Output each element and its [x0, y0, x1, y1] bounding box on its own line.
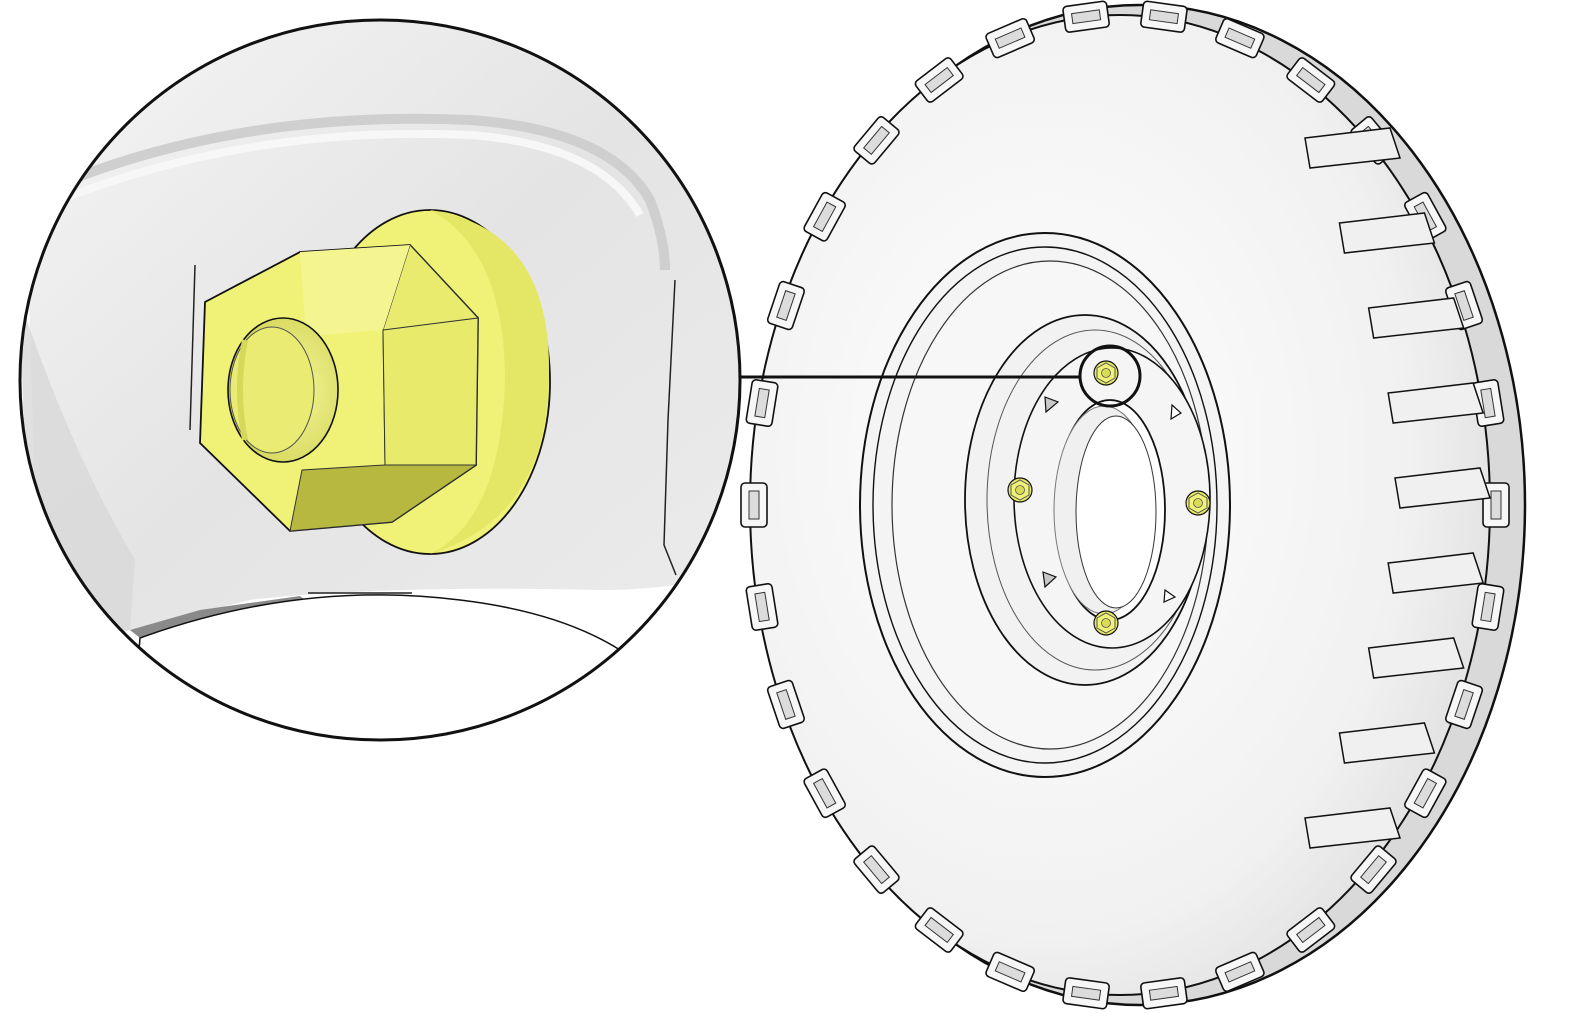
- tread-lug: [803, 191, 847, 242]
- tread-lug: [1350, 845, 1397, 895]
- tread-lug: [1062, 977, 1110, 1010]
- tread-lug: [1140, 0, 1188, 33]
- tread-lug: [1140, 977, 1188, 1010]
- tread-lug: [914, 907, 964, 953]
- hub-markers: [1042, 396, 1183, 603]
- tread-lug: [1471, 379, 1505, 428]
- sidewall-lug: [1304, 807, 1402, 849]
- tread-lug: [803, 768, 847, 819]
- sidewall-lug: [1394, 467, 1492, 509]
- magnified-lug-nut: [199, 209, 551, 555]
- sidewall-lug: [1387, 552, 1485, 594]
- tread-lug: [1444, 679, 1484, 730]
- tread-lug: [745, 379, 779, 428]
- tread-lug: [766, 280, 806, 331]
- sidewall-lug: [1338, 212, 1436, 254]
- tread-lug: [766, 679, 806, 730]
- tread-lug: [745, 582, 779, 631]
- tread-lug: [985, 951, 1036, 993]
- sidewall-lug: [1367, 637, 1465, 679]
- tread-lug: [1214, 951, 1265, 993]
- tread-lug: [1471, 582, 1505, 631]
- tread-lug: [1062, 0, 1110, 33]
- tread-lug: [853, 115, 900, 165]
- tread-lug: [1214, 17, 1265, 59]
- sidewall-lug: [1338, 722, 1436, 764]
- tread-lug: [914, 57, 964, 103]
- sidewall-lug: [1387, 382, 1485, 424]
- tread-lug: [853, 845, 900, 895]
- wheel-lug-nuts: [1007, 360, 1211, 636]
- lug-nut-right: [1185, 490, 1211, 516]
- tread-lug: [1482, 482, 1510, 528]
- tread-lug: [1286, 907, 1336, 953]
- lug-nut-top: [1093, 360, 1119, 386]
- tread-lug: [1403, 768, 1447, 819]
- lug-nut-bottom: [1093, 610, 1119, 636]
- wheel-rim: [859, 232, 1231, 778]
- detail-magnified-view: [18, 18, 742, 742]
- tread-lug: [1286, 57, 1336, 103]
- tread-lug: [740, 482, 768, 528]
- tire-tread-lugs: [740, 0, 1510, 1010]
- sidewall-lug: [1367, 297, 1465, 339]
- lug-nut-left: [1007, 477, 1033, 503]
- sidewall-lug: [1304, 127, 1402, 169]
- tread-lug: [985, 17, 1036, 59]
